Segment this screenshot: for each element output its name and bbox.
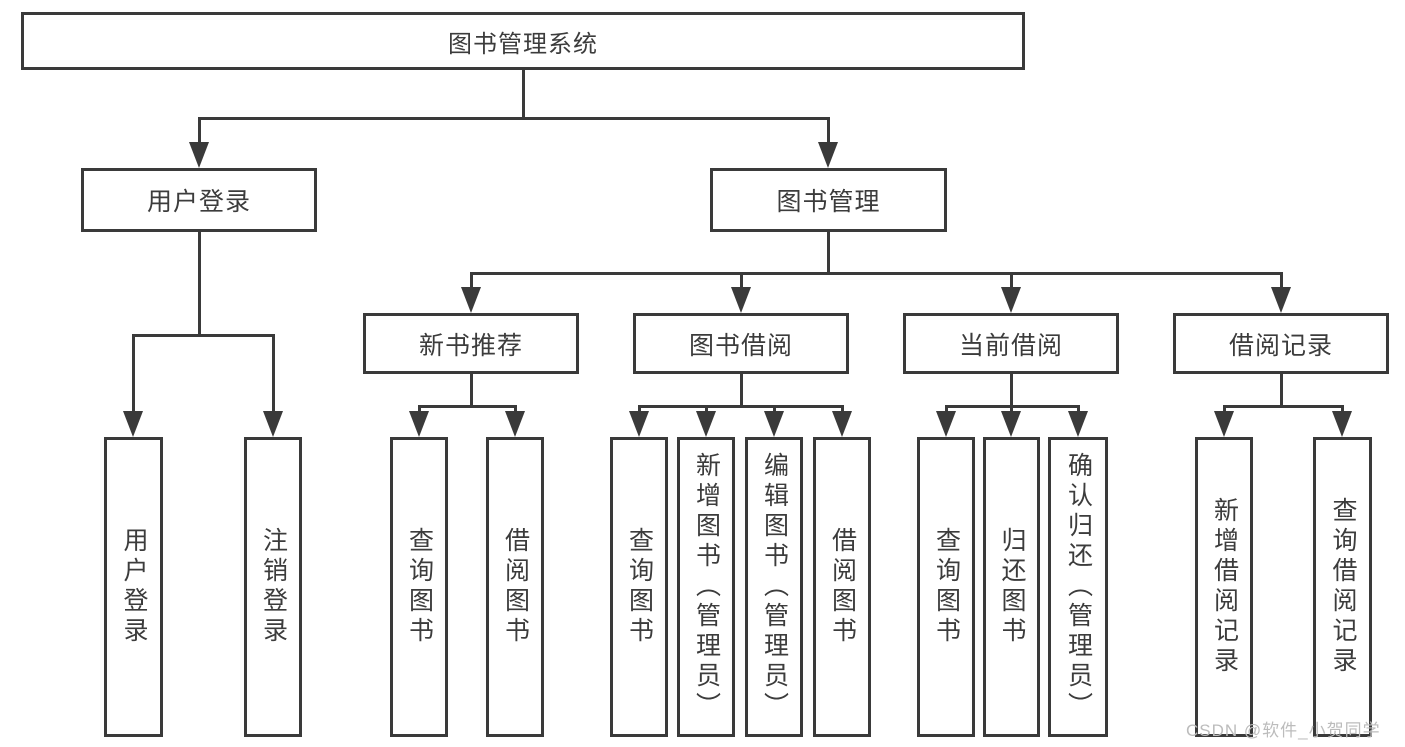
connector-arrowhead bbox=[1271, 287, 1291, 313]
connector-line bbox=[1009, 374, 1013, 408]
connector-line bbox=[469, 273, 473, 289]
leaf-query-borrow-record: 查询借阅记录 bbox=[1313, 437, 1372, 737]
connector-arrowhead bbox=[731, 287, 751, 313]
connector-line bbox=[1009, 406, 1013, 414]
connector-line bbox=[1279, 273, 1283, 289]
connector-line bbox=[131, 333, 275, 337]
connector-arrowhead bbox=[461, 287, 481, 313]
connector-line bbox=[197, 116, 830, 120]
node-label: 查询借阅记录 bbox=[1329, 497, 1357, 677]
leaf-query-books-recommend: 查询图书 bbox=[390, 437, 448, 737]
connector-line bbox=[1222, 405, 1344, 408]
node-current-borrowing: 当前借阅 bbox=[903, 313, 1119, 374]
leaf-add-book-admin: 新增图书（管理员） bbox=[677, 437, 735, 737]
node-label: 用户登录 bbox=[146, 188, 251, 216]
connector-line bbox=[1279, 374, 1283, 408]
connector-arrowhead bbox=[1214, 411, 1234, 437]
node-label: 新增图书（管理员） bbox=[692, 452, 721, 722]
node-label: 图书管理 bbox=[776, 188, 881, 216]
connector-line bbox=[739, 374, 743, 408]
connector-line bbox=[513, 406, 517, 414]
connector-line bbox=[417, 406, 421, 414]
node-label: 用户登录 bbox=[120, 527, 148, 647]
connector-arrowhead bbox=[629, 411, 649, 437]
connector-arrowhead bbox=[832, 411, 852, 437]
connector-arrowhead bbox=[936, 411, 956, 437]
node-label: 查询图书 bbox=[405, 527, 434, 647]
node-new-book-recommendation: 新书推荐 bbox=[363, 313, 579, 374]
node-label: 查询图书 bbox=[625, 527, 654, 647]
connector-arrowhead bbox=[189, 142, 209, 168]
connector-line bbox=[197, 232, 201, 336]
connector-arrowhead bbox=[818, 142, 838, 168]
node-label: 借阅记录 bbox=[1228, 331, 1333, 360]
node-label: 新书推荐 bbox=[418, 331, 523, 360]
connector-line bbox=[521, 70, 525, 118]
connector-line bbox=[826, 232, 830, 274]
connector-line bbox=[131, 335, 135, 413]
connector-line bbox=[944, 406, 948, 414]
node-label: 查询图书 bbox=[932, 527, 961, 647]
node-label: 确认归还（管理员） bbox=[1064, 452, 1093, 722]
node-label: 归还图书 bbox=[998, 527, 1026, 647]
leaf-edit-book-admin: 编辑图书（管理员） bbox=[745, 437, 803, 737]
connector-arrowhead bbox=[696, 411, 716, 437]
leaf-query-books-borrow: 查询图书 bbox=[610, 437, 668, 737]
connector-arrowhead bbox=[1001, 411, 1021, 437]
connector-line bbox=[469, 271, 1283, 275]
leaf-user-login: 用户登录 bbox=[104, 437, 163, 737]
connector-line bbox=[1222, 406, 1226, 414]
connector-arrowhead bbox=[263, 411, 283, 437]
connector-line bbox=[739, 273, 743, 289]
leaf-add-borrow-record: 新增借阅记录 bbox=[1195, 437, 1253, 737]
csdn-watermark: CSDN @软件_小贺同学 bbox=[1186, 721, 1381, 740]
node-label: 当前借阅 bbox=[958, 331, 1063, 360]
node-label: 借阅图书 bbox=[828, 527, 857, 647]
node-label: 图书借阅 bbox=[688, 331, 793, 360]
connector-arrowhead bbox=[505, 411, 525, 437]
connector-line bbox=[637, 405, 844, 408]
leaf-return-book: 归还图书 bbox=[983, 437, 1040, 737]
connector-line bbox=[772, 406, 776, 414]
connector-line bbox=[1009, 273, 1013, 289]
leaf-borrow-books: 借阅图书 bbox=[813, 437, 871, 737]
connector-line bbox=[1340, 406, 1344, 414]
connector-arrowhead bbox=[1001, 287, 1021, 313]
connector-line bbox=[1076, 406, 1080, 414]
connector-line bbox=[637, 406, 641, 414]
node-book-management: 图书管理 bbox=[710, 168, 947, 232]
leaf-logout: 注销登录 bbox=[244, 437, 302, 737]
node-label: 图书管理系统 bbox=[448, 30, 598, 58]
connector-line bbox=[704, 406, 708, 414]
connector-arrowhead bbox=[409, 411, 429, 437]
connector-arrowhead bbox=[1332, 411, 1352, 437]
leaf-query-books-current: 查询图书 bbox=[917, 437, 975, 737]
connector-line bbox=[197, 118, 201, 144]
node-borrowing-records: 借阅记录 bbox=[1173, 313, 1389, 374]
connector-arrowhead bbox=[123, 411, 143, 437]
connector-line bbox=[469, 374, 473, 408]
node-label: 编辑图书（管理员） bbox=[760, 452, 789, 722]
connector-line bbox=[826, 118, 830, 144]
node-user-login: 用户登录 bbox=[81, 168, 317, 232]
connector-line bbox=[840, 406, 844, 414]
connector-line bbox=[271, 335, 275, 413]
leaf-borrow-books-recommend: 借阅图书 bbox=[486, 437, 544, 737]
node-label: 借阅图书 bbox=[501, 527, 530, 647]
connector-arrowhead bbox=[764, 411, 784, 437]
node-root-library-management-system: 图书管理系统 bbox=[21, 12, 1025, 70]
node-label: 注销登录 bbox=[259, 527, 288, 647]
connector-line bbox=[417, 405, 517, 408]
leaf-confirm-return-admin: 确认归还（管理员） bbox=[1048, 437, 1108, 737]
node-book-borrowing: 图书借阅 bbox=[633, 313, 849, 374]
node-label: 新增借阅记录 bbox=[1210, 497, 1239, 677]
connector-arrowhead bbox=[1068, 411, 1088, 437]
